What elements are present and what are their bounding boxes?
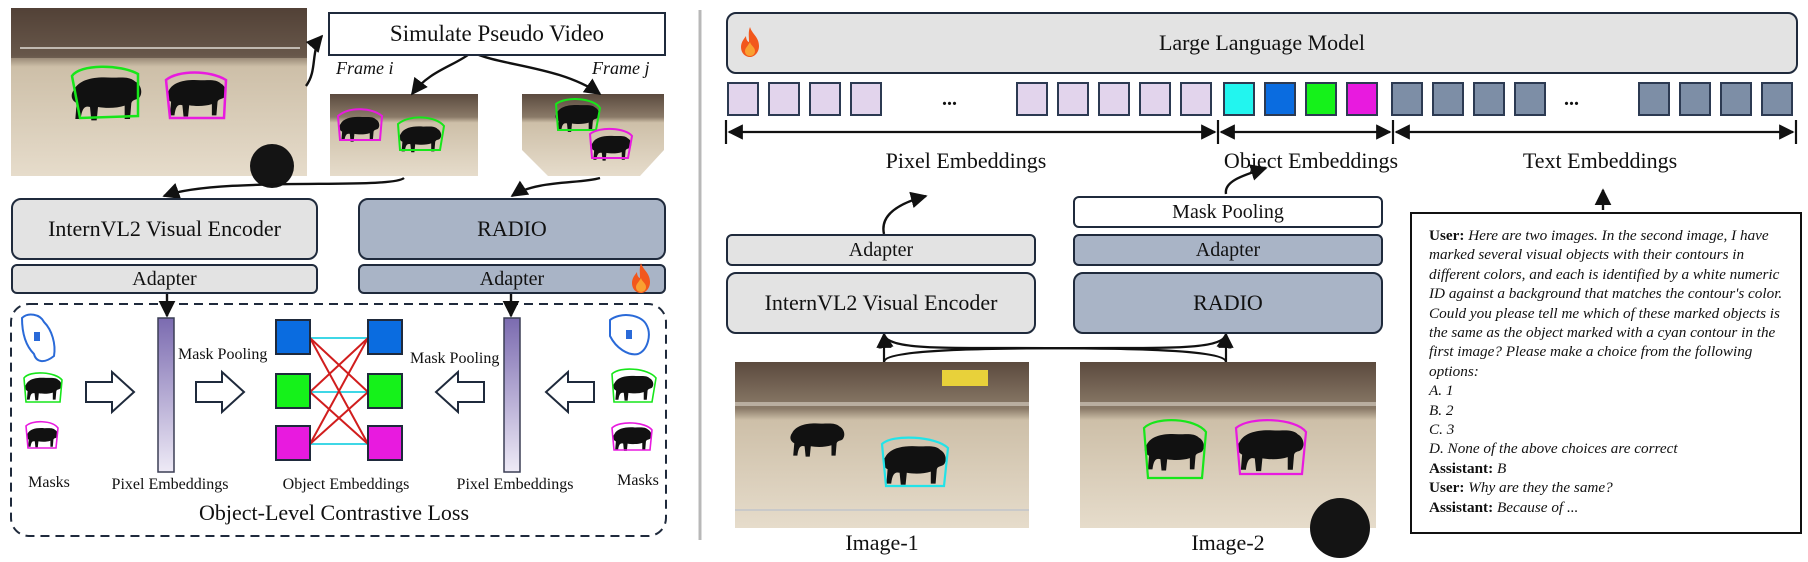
radio-label-right: RADIO (1193, 290, 1263, 315)
llm-label: Large Language Model (1158, 30, 1366, 55)
adapter-label-2: Adapter (479, 267, 545, 290)
mask-pooling-right-label: Mask Pooling (410, 350, 500, 367)
object-token-cyan (1223, 82, 1255, 116)
option-d: D. None of the above choices are correct (1429, 440, 1678, 458)
adapter-box-left: Adapter (11, 264, 318, 294)
adapter-label: Adapter (132, 267, 197, 290)
object-token-magenta (1346, 82, 1378, 116)
pixel-embeddings-right-label: Pixel Embeddings (456, 476, 574, 493)
assistant-answer-2: Because of ... (1496, 498, 1579, 516)
radio-box-left: RADIO (358, 198, 666, 260)
user-tag: User: (1429, 227, 1465, 244)
masks-right-label: Masks (617, 472, 659, 489)
pixel-token (1057, 82, 1089, 116)
text-token (1473, 82, 1505, 116)
encoder-label-right: InternVL2 Visual Encoder (764, 290, 998, 315)
flame-icon (741, 27, 759, 57)
adapter-left-label: Adapter (848, 238, 914, 261)
source-photo (11, 8, 307, 188)
adapter-box-internvl: Adapter (726, 234, 1036, 266)
image-1-caption: Image-1 (845, 530, 919, 555)
mask-pooling-label: Mask Pooling (1172, 200, 1284, 223)
pixel-token (1180, 82, 1212, 116)
mask-pooling-box: Mask Pooling (1073, 196, 1383, 228)
pixel-token (809, 82, 841, 116)
object-token-blue (1264, 82, 1296, 116)
adapter-box-radio: Adapter (1073, 234, 1383, 266)
text-token (1391, 82, 1423, 116)
frame-j-photo (522, 94, 664, 176)
image-2-caption: Image-2 (1191, 530, 1265, 555)
text-token (1638, 82, 1670, 116)
pixel-token (768, 82, 800, 116)
user-text-2: Why are they the same? (1468, 479, 1613, 497)
text-token (1761, 82, 1793, 116)
pixel-embedding-bar-left (157, 317, 175, 473)
adapter-box-right: Adapter (358, 264, 666, 294)
ellipsis-text: ... (1564, 88, 1579, 110)
simulate-title: Simulate Pseudo Video (389, 21, 605, 46)
object-embedding-squares (275, 319, 403, 461)
object-embeddings-label: Object Embeddings (282, 476, 410, 493)
image-1-photo (735, 362, 1029, 528)
pixel-embeddings-label: Pixel Embeddings (885, 148, 1047, 173)
internvl2-encoder-box-left: InternVL2 Visual Encoder (11, 198, 318, 260)
dialog-user-turn-2: User: Why are they the same? (1429, 478, 1790, 497)
frame-i-label: Frame i (336, 58, 394, 78)
dialog-user-turn: User: Here are two images. In the second… (1429, 226, 1790, 381)
pixel-token (1098, 82, 1130, 116)
text-token (1679, 82, 1711, 116)
bull-mask-icon (609, 314, 657, 451)
text-embeddings-label: Text Embeddings (1522, 148, 1678, 173)
frame-i-photo (330, 94, 478, 176)
mask-pooling-left-label: Mask Pooling (178, 346, 268, 363)
option-c: C. 3 (1429, 421, 1455, 439)
object-embeddings-label-right: Object Embeddings (1223, 148, 1399, 173)
pixel-token (1016, 82, 1048, 116)
llm-box: Large Language Model (726, 12, 1798, 74)
image-2-photo (1080, 362, 1376, 558)
frame-j-label: Frame j (592, 58, 650, 78)
text-token (1720, 82, 1752, 116)
loss-title: Object-Level Contrastive Loss (198, 500, 470, 525)
text-token (1432, 82, 1464, 116)
text-token (1514, 82, 1546, 116)
option-b: B. 2 (1429, 401, 1454, 419)
assistant-answer: B (1496, 459, 1507, 477)
option-a: A. 1 (1429, 382, 1454, 400)
user-text: Here are two images. In the second image… (1429, 227, 1783, 380)
dialog-assistant-turn: Assistant: B (1429, 459, 1790, 478)
pixel-token (727, 82, 759, 116)
encoder-label: InternVL2 Visual Encoder (48, 216, 281, 241)
hollow-arrow-icon (85, 369, 595, 415)
pixel-token (1139, 82, 1171, 116)
simulate-pseudo-video-box: Simulate Pseudo Video (328, 12, 666, 56)
assistant-tag: Assistant: (1429, 459, 1494, 477)
pixel-embedding-bar-right (503, 317, 521, 473)
radio-label: RADIO (477, 216, 547, 241)
object-token-green (1305, 82, 1337, 116)
pixel-embeddings-left-label: Pixel Embeddings (111, 476, 229, 493)
internvl2-encoder-box-right: InternVL2 Visual Encoder (726, 272, 1036, 334)
dialog-box: User: Here are two images. In the second… (1410, 212, 1802, 534)
masks-left-label: Masks (28, 474, 70, 491)
bull-mask-icon (20, 313, 63, 449)
radio-box-right: RADIO (1073, 272, 1383, 334)
contrastive-lines (309, 337, 369, 445)
user-tag-2: User: (1429, 479, 1465, 497)
pixel-token (850, 82, 882, 116)
ellipsis-pixel: ... (942, 88, 957, 110)
assistant-tag-2: Assistant: (1429, 498, 1494, 516)
dialog-assistant-turn-2: Assistant: Because of ... (1429, 498, 1790, 517)
adapter-right-label: Adapter (1195, 238, 1261, 261)
flame-icon (632, 263, 650, 293)
embedding-brackets (724, 120, 1798, 144)
